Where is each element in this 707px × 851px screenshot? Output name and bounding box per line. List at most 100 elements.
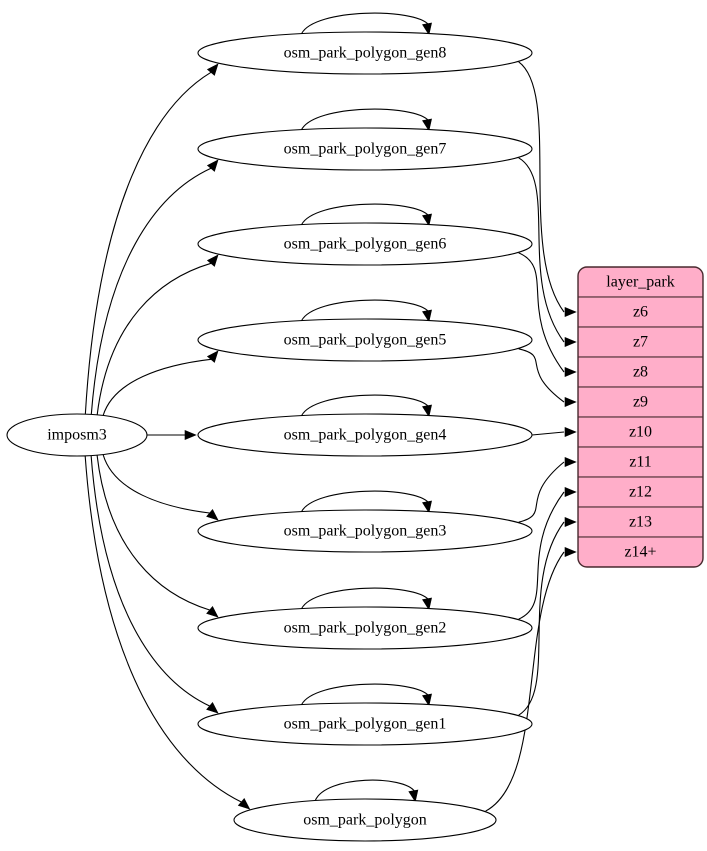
self-loop-gen1 <box>301 683 429 705</box>
arrowhead-base-to-z14+ <box>564 546 577 558</box>
self-loop-gen5 <box>301 299 429 321</box>
node-imposm3-shape <box>6 413 148 457</box>
node-gen6-label: osm_park_polygon_gen6 <box>284 236 447 253</box>
edge-gen3-to-z11 <box>518 461 565 523</box>
table-outline <box>577 266 704 568</box>
node-gen3-shape <box>197 509 533 553</box>
table-row-label-z8: z8 <box>633 364 648 381</box>
node-gen4[interactable]: osm_park_polygon_gen4 <box>197 413 533 457</box>
node-gen8[interactable]: osm_park_polygon_gen8 <box>197 31 533 75</box>
arrowhead-self-loop-gen5 <box>422 309 432 323</box>
table-row-z12[interactable] <box>578 476 703 508</box>
node-gen1-label: osm_park_polygon_gen1 <box>284 716 447 733</box>
table-row-label-z7: z7 <box>633 334 648 351</box>
edge-imposm3-to-gen8 <box>84 71 212 415</box>
arrowhead-imposm3-to-gen8 <box>206 63 219 76</box>
arrowhead-imposm3-to-base <box>237 797 251 810</box>
table-row-z13[interactable] <box>578 506 703 538</box>
node-gen3-label: osm_park_polygon_gen3 <box>284 523 447 540</box>
edge-imposm3-to-gen2 <box>96 455 210 611</box>
node-gen5-label: osm_park_polygon_gen5 <box>284 332 447 349</box>
self-loop-gen7 <box>301 108 429 130</box>
arrowhead-gen3-to-z11 <box>564 456 577 468</box>
arrowhead-gen7-to-z7 <box>564 336 577 348</box>
arrowhead-gen8-to-z6 <box>564 306 577 318</box>
layer-park-rows <box>578 267 703 567</box>
node-gen1[interactable]: osm_park_polygon_gen1 <box>197 702 533 746</box>
arrowhead-self-loop-base <box>408 789 419 803</box>
edge-gen2-to-z12 <box>518 491 565 620</box>
arrowhead-imposm3-to-gen7 <box>206 159 219 172</box>
table-row-label-z10: z10 <box>629 424 652 441</box>
table-row-label-z6: z6 <box>633 304 648 321</box>
self-loop-gen8 <box>301 12 429 34</box>
arrowhead-gen2-to-z12 <box>564 486 577 498</box>
self-loop-gen6 <box>301 203 429 225</box>
arrowhead-self-loop-gen1 <box>422 693 432 707</box>
node-gen5-shape <box>197 318 533 362</box>
node-imposm3[interactable]: imposm3 <box>6 413 148 457</box>
arrowhead-self-loop-gen8 <box>422 22 432 36</box>
node-gen7[interactable]: osm_park_polygon_gen7 <box>197 127 533 171</box>
node-gen5[interactable]: osm_park_polygon_gen5 <box>197 318 533 362</box>
arrowhead-self-loop-gen7 <box>422 118 432 132</box>
edge-imposm3-to-gen5 <box>102 358 212 416</box>
edge-imposm3-to-gen6 <box>96 262 212 415</box>
node-base-shape <box>233 798 497 842</box>
node-gen7-label: osm_park_polygon_gen7 <box>284 141 447 158</box>
edge-imposm3-to-gen3 <box>102 454 210 514</box>
self-loop-base <box>314 779 416 801</box>
node-gen8-label: osm_park_polygon_gen8 <box>284 45 447 62</box>
edges-layer <box>84 12 577 812</box>
arrowhead-self-loop-gen6 <box>422 213 432 227</box>
edge-imposm3-to-gen1 <box>90 455 210 707</box>
edge-gen8-to-z6 <box>518 61 565 313</box>
nodes-layer: imposm3 osm_park_polygon_gen8 osm_park_pol… <box>6 31 533 842</box>
self-loop-gen3 <box>301 490 429 512</box>
edge-gen7-to-z7 <box>518 157 565 343</box>
edge-base-to-z14+ <box>485 551 565 812</box>
arrowhead-self-loop-gen3 <box>422 500 432 514</box>
arrowhead-gen5-to-z9 <box>564 396 577 408</box>
arrowhead-imposm3-to-gen1 <box>206 701 219 714</box>
node-imposm3-label: imposm3 <box>47 427 107 444</box>
edge-imposm3-to-base <box>84 455 242 803</box>
table-row-label-z14+: z14+ <box>624 544 656 561</box>
table-header-cell <box>578 267 703 298</box>
arrowhead-imposm3-to-gen6 <box>206 254 219 267</box>
arrowhead-self-loop-gen2 <box>422 597 432 611</box>
node-gen7-shape <box>197 127 533 171</box>
node-base[interactable]: osm_park_polygon <box>233 798 497 842</box>
node-gen3[interactable]: osm_park_polygon_gen3 <box>197 509 533 553</box>
table-row-label-z13: z13 <box>629 514 652 531</box>
node-gen2-label: osm_park_polygon_gen2 <box>284 620 447 637</box>
node-gen6[interactable]: osm_park_polygon_gen6 <box>197 222 533 266</box>
arrowhead-gen1-to-z13 <box>564 516 577 528</box>
self-loop-gen2 <box>301 587 429 609</box>
edge-gen6-to-z8 <box>518 252 565 373</box>
edge-gen1-to-z13 <box>518 521 565 716</box>
arrowhead-imposm3-to-gen5 <box>206 350 219 363</box>
arrowhead-imposm3-to-gen3 <box>206 508 219 521</box>
arrowhead-gen4-to-z10 <box>564 426 577 438</box>
edge-gen4-to-z10 <box>531 431 565 436</box>
arrowhead-self-loop-gen4 <box>422 404 432 418</box>
node-base-label: osm_park_polygon <box>303 812 427 829</box>
edge-gen5-to-z9 <box>518 348 565 403</box>
self-loop-gen4 <box>301 394 429 416</box>
node-gen2[interactable]: osm_park_polygon_gen2 <box>197 606 533 650</box>
table-row-label-z12: z12 <box>629 484 652 501</box>
table-row-label-z9: z9 <box>633 394 648 411</box>
node-gen4-label: osm_park_polygon_gen4 <box>284 427 447 444</box>
table-row-z14+[interactable] <box>578 536 703 567</box>
arrowhead-gen6-to-z8 <box>564 366 577 378</box>
node-gen4-shape <box>197 413 533 457</box>
arrowhead-imposm3-to-gen2 <box>206 605 219 618</box>
node-gen6-shape <box>197 222 533 266</box>
table-row-label-z11: z11 <box>629 454 652 471</box>
node-gen8-shape <box>197 31 533 75</box>
edge-imposm3-to-gen7 <box>90 167 212 415</box>
